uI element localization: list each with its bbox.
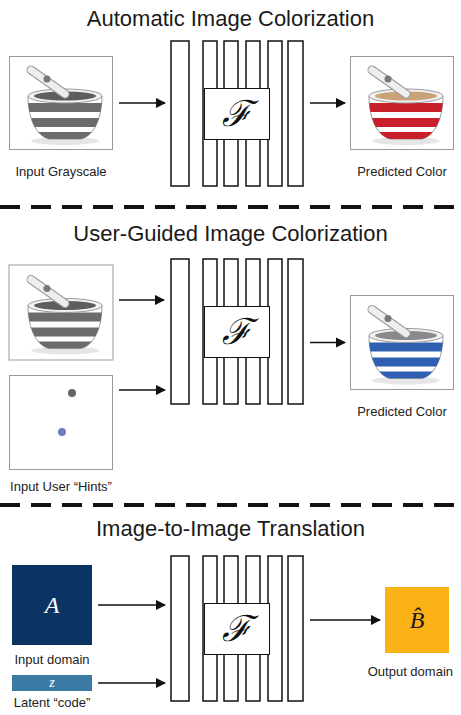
domain-box: B̂Output domain <box>385 587 449 653</box>
flow-arrow <box>119 102 165 104</box>
caption: Output domain <box>368 665 453 679</box>
image-frame: Input User “Hints” <box>9 375 113 470</box>
image-frame: Input Grayscale <box>9 56 113 150</box>
flow-arrow <box>310 619 380 621</box>
flow-arrow <box>98 604 165 606</box>
domain-box: AInput domain <box>12 565 92 645</box>
function-box: ℱ <box>204 88 270 140</box>
domain-box: zLatent “code” <box>12 675 92 691</box>
red-mortar <box>365 70 447 145</box>
hint-dot <box>58 428 66 436</box>
function-symbol: ℱ <box>222 96 252 132</box>
network-block: ℱ <box>170 40 304 187</box>
caption: Input User “Hints” <box>10 480 112 494</box>
flow-arrow <box>98 682 165 684</box>
section-divider <box>0 503 461 507</box>
caption: Input domain <box>14 653 89 667</box>
hint-dot <box>68 389 76 397</box>
function-box: ℱ <box>204 306 270 358</box>
function-symbol: ℱ <box>222 611 252 647</box>
caption: Input Grayscale <box>15 165 106 179</box>
caption: Predicted Color <box>357 165 447 179</box>
domain-symbol: B̂ <box>410 608 425 632</box>
network-layers <box>171 259 303 404</box>
caption: Latent “code” <box>14 696 91 710</box>
network-layers <box>171 556 303 701</box>
function-box: ℱ <box>204 603 270 655</box>
network-layers <box>171 41 303 186</box>
flow-arrow <box>310 342 345 344</box>
image-frame: Predicted Color <box>350 56 454 150</box>
section-title: Automatic Image Colorization <box>0 6 461 32</box>
caption: Predicted Color <box>357 405 447 419</box>
network-block: ℱ <box>170 258 304 405</box>
section-title: User-Guided Image Colorization <box>0 221 461 247</box>
domain-symbol: z <box>49 676 54 690</box>
section-divider <box>0 205 461 209</box>
section-title: Image-to-Image Translation <box>0 516 461 542</box>
input-arrow <box>119 299 164 301</box>
grayscale-mortar <box>24 70 106 145</box>
blue-mortar <box>365 310 447 385</box>
image-frame: Predicted Color <box>350 295 454 390</box>
grayscale-mortar <box>24 280 106 355</box>
flow-arrow <box>310 102 345 104</box>
flow-arrow <box>119 389 165 391</box>
function-symbol: ℱ <box>222 314 252 350</box>
image-frame <box>9 265 113 360</box>
domain-symbol: A <box>45 593 60 617</box>
network-block: ℱ <box>170 555 304 702</box>
